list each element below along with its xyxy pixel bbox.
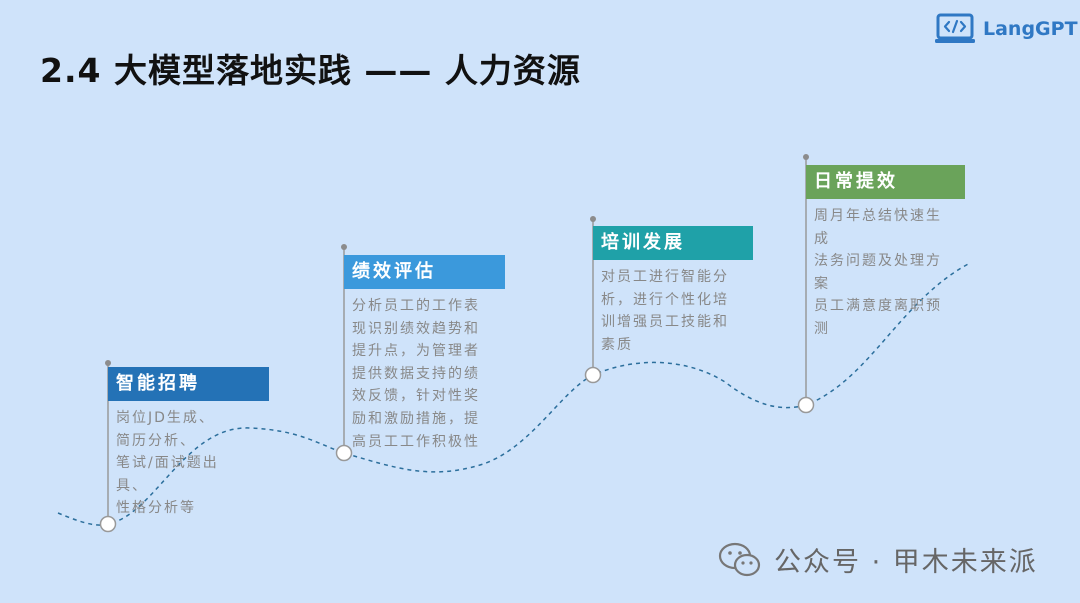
stage-title: 日常提效 <box>806 165 965 199</box>
curve-nodes <box>99 366 815 533</box>
wechat-icon <box>718 542 761 576</box>
stage-title: 智能招聘 <box>108 367 269 401</box>
stage-title: 培训发展 <box>593 226 753 260</box>
stage-title: 绩效评估 <box>344 255 505 289</box>
code-laptop-icon <box>935 13 975 43</box>
page-title: 2.4 大模型落地实践 —— 人力资源 <box>40 51 581 90</box>
logo-text: LangGPT <box>983 18 1078 40</box>
langgpt-logo: LangGPT <box>935 13 1078 45</box>
stage-description: 周月年总结快速生 成 法务问题及处理方 案 员工满意度离职预 测 <box>814 208 942 337</box>
watermark: 公众号 · 甲木未来派 <box>718 540 1038 579</box>
stage-description: 岗位JD生成、 简历分析、 笔试/面试题出 具、 性格分析等 <box>116 410 219 517</box>
watermark-text: 公众号 · 甲木未来派 <box>774 547 1038 578</box>
stage-description: 分析员工的工作表 现识别绩效趋势和 提升点，为管理者 提供数据支持的绩 效反馈，… <box>352 298 480 450</box>
stage-description: 对员工进行智能分 析，进行个性化培 训增强员工技能和 素质 <box>601 269 729 353</box>
